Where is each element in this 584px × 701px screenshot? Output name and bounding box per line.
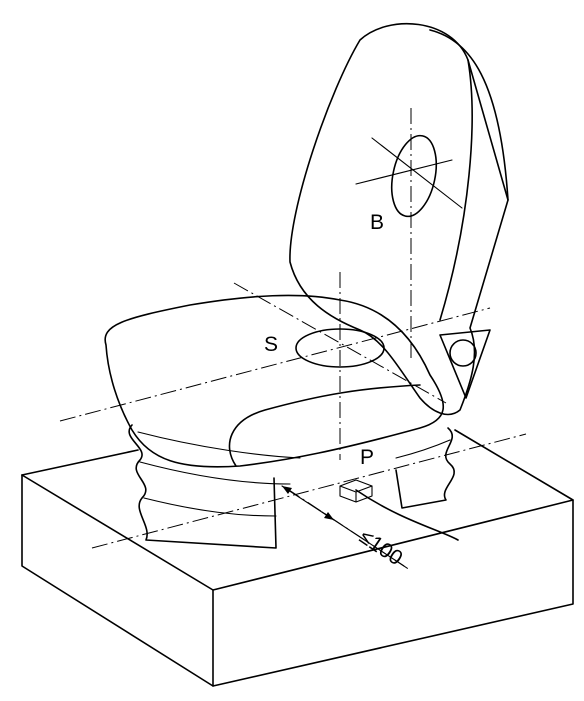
recline-bracket xyxy=(439,329,491,399)
label-p: P xyxy=(360,446,374,469)
distance-leader xyxy=(355,489,459,541)
bellows-fold-2 xyxy=(139,461,291,485)
bellows-fold-1 xyxy=(137,431,301,459)
backrest-outline xyxy=(289,22,509,416)
bellows-right xyxy=(395,427,455,509)
base-top-right-edges xyxy=(21,429,574,591)
bellows-right-fold xyxy=(395,439,451,459)
center-lines xyxy=(59,108,527,571)
recline-pivot-icon xyxy=(449,339,477,367)
reference-point-marker xyxy=(339,479,373,503)
center-line-base xyxy=(91,433,527,549)
dimension-arrow-top xyxy=(282,486,292,494)
cushion-front-edge xyxy=(228,384,421,467)
backrest xyxy=(289,22,509,416)
backrest-reference-ellipse xyxy=(390,134,438,218)
center-line-lateral xyxy=(233,282,447,404)
reference-point xyxy=(281,479,459,567)
base-block xyxy=(21,429,574,687)
seat-cushion xyxy=(104,294,445,468)
bellows-left xyxy=(128,424,277,549)
base-block-outline xyxy=(21,474,574,687)
base-top-left-edge xyxy=(21,449,139,476)
label-distance: ≤100 xyxy=(355,525,406,570)
backrest-cross-2 xyxy=(355,159,453,185)
dimension-line xyxy=(281,485,335,521)
suspension-bellows xyxy=(128,424,455,549)
label-s: S xyxy=(264,333,278,356)
backrest-cross-1 xyxy=(371,137,463,209)
backrest-side-edge xyxy=(439,59,473,321)
center-line-transverse xyxy=(59,307,491,422)
dimension-arrow-bottom xyxy=(324,512,334,520)
bellows-fold-3 xyxy=(143,497,277,517)
backrest-top-edge xyxy=(429,29,509,201)
dimension-extension xyxy=(321,511,405,567)
cushion-outline xyxy=(104,294,445,468)
label-b: B xyxy=(370,211,384,234)
